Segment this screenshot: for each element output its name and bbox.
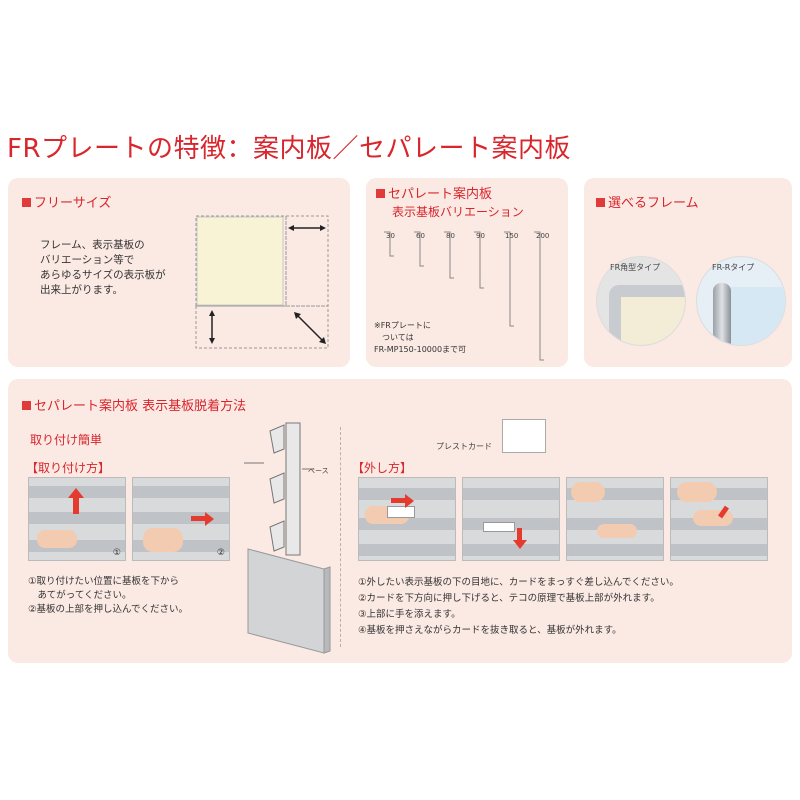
free-size-heading: フリーサイズ — [22, 192, 111, 211]
separate-variation-panel: セパレート案内板 表示基板バリエーション 30 60 80 90 150 200… — [366, 178, 568, 367]
size-label-30: 30 — [386, 232, 395, 240]
remove-photo-2 — [462, 477, 560, 561]
card-label: プレストカード — [436, 442, 492, 451]
remove-photo-1 — [358, 477, 456, 561]
size-bars-diagram — [384, 231, 544, 361]
attach-label: 【取り付け方】 — [26, 461, 111, 475]
easy-label: 取り付け簡単 — [30, 433, 103, 447]
size-label-90: 90 — [476, 232, 485, 240]
frame-round-photo — [696, 256, 786, 346]
attach-steps: ①取り付けたい位置に基板を下から あてがってください。 ②基板の上部を押し込んで… — [28, 576, 189, 615]
size-label-150: 150 — [505, 232, 519, 240]
plate-illustration — [247, 548, 331, 654]
frame-choice-heading: 選べるフレーム — [596, 192, 699, 211]
remove-photo-4 — [670, 477, 768, 561]
remove-photo-3 — [566, 477, 664, 561]
variation-note: ※FRプレートに ついては FR-MP150-10000まで可 — [374, 321, 467, 354]
remove-steps: ①外したい表示基板の下の目地に、カードをまっすぐ差し込んでください。 ②カードを… — [358, 577, 679, 636]
rail-diagram — [244, 422, 314, 556]
divider — [340, 427, 341, 647]
attach-photo-2: ② — [132, 477, 230, 561]
attach-photo-1: ① — [28, 477, 126, 561]
diagram-number-1: ① — [112, 548, 121, 558]
base-label: ベース — [308, 467, 329, 475]
frame-choice-panel: 選べるフレーム FR角型タイプ FR-Rタイプ — [584, 178, 792, 367]
method-panel: セパレート案内板 表示基板脱着方法 取り付け簡単 【取り付け方】 【外し方】 ①… — [8, 379, 792, 663]
remove-label: 【外し方】 — [352, 461, 413, 475]
page-title: FRプレートの特徴：案内板／セパレート案内板 — [7, 134, 572, 164]
frame-square-photo — [596, 256, 686, 346]
free-size-description: フレーム、表示基板の バリエーション等で あらゆるサイズの表示板が 出来上がりま… — [40, 239, 166, 296]
size-label-200: 200 — [536, 232, 550, 240]
free-size-panel: フリーサイズ フレーム、表示基板の バリエーション等で あらゆるサイズの表示板が… — [8, 178, 350, 367]
method-heading: セパレート案内板 表示基板脱着方法 — [22, 395, 246, 414]
separate-variation-heading-1: セパレート案内板 — [376, 183, 492, 202]
separate-variation-heading-2: 表示基板バリエーション — [392, 205, 524, 219]
size-label-80: 80 — [446, 232, 455, 240]
frame-option-round: FR-Rタイプ — [712, 263, 755, 272]
card-illustration — [502, 419, 546, 453]
diagram-number-2: ② — [216, 548, 225, 558]
size-label-60: 60 — [416, 232, 425, 240]
frame-option-square: FR角型タイプ — [610, 263, 661, 272]
free-size-diagram — [195, 215, 329, 349]
